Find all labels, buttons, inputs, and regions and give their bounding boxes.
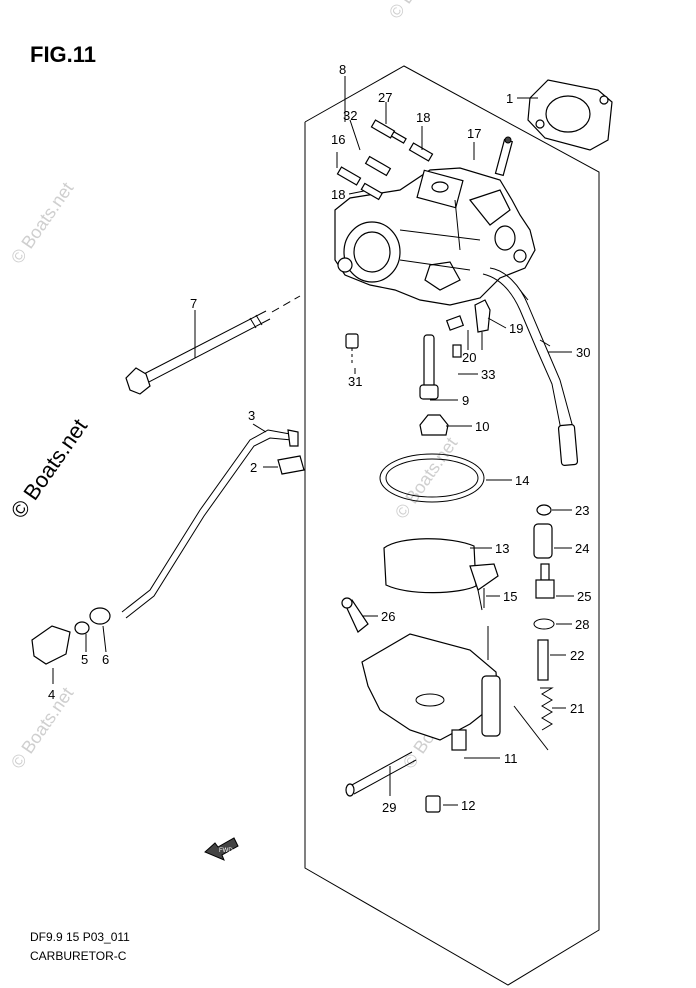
part-screw-26 [341, 597, 369, 633]
part-main-jet-stack [533, 504, 555, 731]
assembly-outline [304, 65, 600, 986]
part-float [383, 538, 499, 611]
callout-3: 3 [248, 408, 255, 423]
callout-13: 13 [495, 541, 509, 556]
callout-14: 14 [515, 473, 529, 488]
callout-12: 12 [461, 798, 475, 813]
part-choke-rod [31, 429, 305, 665]
fwd-label: FWD [219, 848, 233, 854]
callout-32: 32 [343, 108, 357, 123]
callout-22: 22 [570, 648, 584, 663]
watermark: © Boats.net [385, 0, 455, 22]
part-screws-top [336, 119, 513, 201]
part-needle-assembly [419, 299, 491, 400]
callout-4: 4 [48, 687, 55, 702]
leader-lines [52, 76, 574, 806]
watermark: © Boats.net [7, 179, 77, 268]
callout-25: 25 [577, 589, 591, 604]
part-carburetor-body [334, 167, 536, 306]
part-gasket [527, 79, 613, 151]
callout-18b: 18 [331, 187, 345, 202]
part-10-seal [419, 414, 449, 436]
callout-11: 11 [504, 751, 518, 766]
callout-19: 19 [509, 321, 523, 336]
callout-10: 10 [475, 419, 489, 434]
callout-9: 9 [462, 393, 469, 408]
callout-labels: 1 2 3 4 5 6 7 8 9 10 11 12 13 14 15 16 1… [48, 62, 591, 815]
callout-8: 8 [339, 62, 346, 77]
part-fuel-hose [482, 267, 579, 466]
callout-17: 17 [467, 126, 481, 141]
part-drain-screw [425, 795, 441, 813]
callout-16: 16 [331, 132, 345, 147]
callout-6: 6 [102, 652, 109, 667]
figure-caption: CARBURETOR-C [30, 949, 127, 963]
watermark-large: © Boats.net [6, 414, 93, 523]
callout-21: 21 [570, 701, 584, 716]
callout-20: 20 [462, 350, 476, 365]
watermark: © Boats.net [7, 684, 77, 773]
callout-1: 1 [506, 91, 513, 106]
callout-27: 27 [378, 90, 392, 105]
callout-18: 18 [416, 110, 430, 125]
part-float-bowl [361, 626, 549, 751]
watermark: © Boats.net [391, 434, 461, 523]
callout-15: 15 [503, 589, 517, 604]
fwd-arrow-icon: FWD [204, 837, 239, 861]
part-small-screw-31 [345, 333, 359, 365]
callout-7: 7 [190, 296, 197, 311]
part-11 [451, 729, 467, 751]
part-o-ring [379, 453, 485, 503]
callout-33: 33 [481, 367, 495, 382]
figure-title: FIG.11 [30, 42, 96, 67]
callout-26: 26 [381, 609, 395, 624]
callout-28: 28 [575, 617, 589, 632]
callout-5: 5 [81, 652, 88, 667]
part-tube-29 [345, 751, 417, 797]
callout-2: 2 [250, 460, 257, 475]
callout-31: 31 [348, 374, 362, 389]
callout-24: 24 [575, 541, 589, 556]
part-long-bolt [125, 295, 301, 395]
callout-29: 29 [382, 800, 396, 815]
callout-30: 30 [576, 345, 590, 360]
model-code: DF9.9 15 P03_011 [30, 930, 130, 944]
callout-23: 23 [575, 503, 589, 518]
